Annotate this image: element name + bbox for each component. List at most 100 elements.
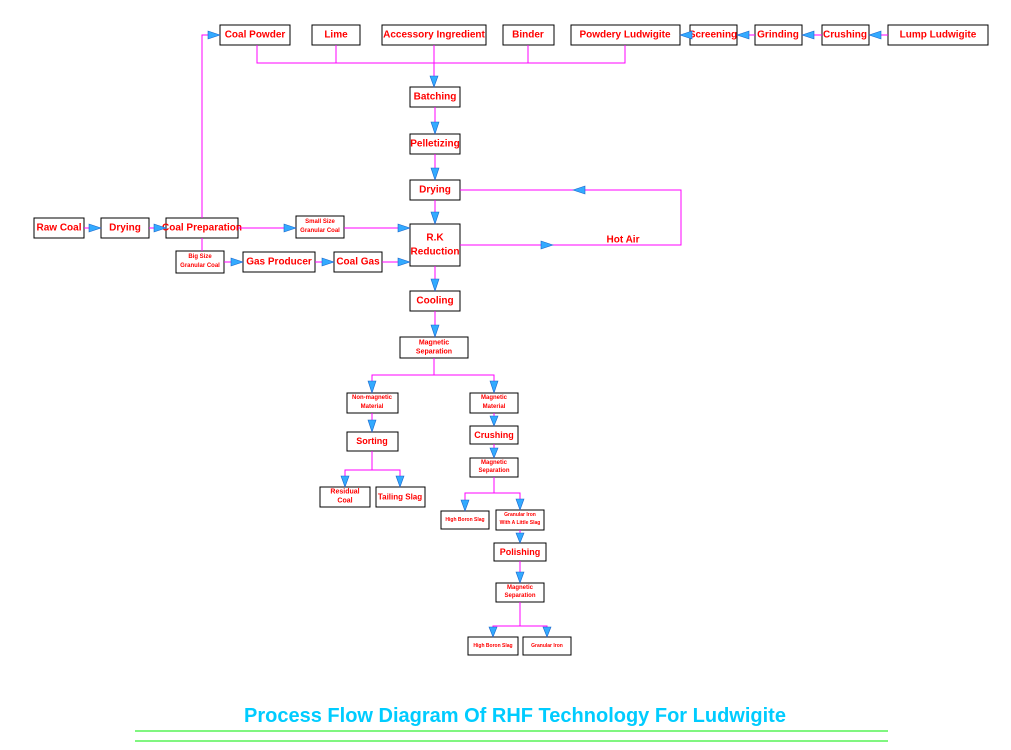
screening-label: Screening [689,30,737,41]
coal-preparation-box: Coal Preparation [162,217,242,239]
arrow-to-rk [430,211,440,225]
mag-sep-3-label-2: Separation [504,593,535,599]
batching-box: Batching [409,86,461,108]
arrow-to-drying-main [430,167,440,181]
rk-reduction-box: R.K Reduction [409,223,461,267]
crushing-mid-box: Crushing [469,425,519,445]
granular-iron-box: Granular Iron [522,636,572,656]
high-boron-1-label: High Boron Slag [445,517,484,523]
raw-coal-box: Raw Coal [33,217,85,239]
rk-reduction-label-2: Reduction [411,247,460,258]
raw-coal-label: Raw Coal [36,223,81,234]
arrow-heads [88,30,882,638]
arrow-to-high-boron-2 [488,626,498,638]
arrow-to-mag-sep-2 [489,447,499,459]
arrow-to-tailing-slag [395,475,405,488]
granular-iron-slag-label-2: With A Little Slag [500,520,541,526]
granular-iron-label: Granular Iron [531,643,563,649]
pelletizing-label: Pelletizing [410,139,459,150]
magnetic-material-label-2: Material [483,404,506,410]
coal-powder-label: Coal Powder [225,30,286,41]
coal-preparation-label: Coal Preparation [162,223,242,234]
non-magnetic-material-box: Non-magnetic Material [346,392,399,414]
arrow-to-magnetic-material [489,380,499,394]
magnetic-material-label-1: Magnetic [481,395,508,401]
polishing-label: Polishing [500,547,541,557]
magnetic-material-box: Magnetic Material [469,392,519,414]
residual-coal-label-1: Residual [330,489,359,496]
sorting-box: Sorting [346,431,399,452]
powdery-ludwigite-box: Powdery Ludwigite [570,24,681,46]
powdery-ludwigite-label: Powdery Ludwigite [579,30,671,41]
small-size-label-2: Granular Coal [300,228,340,234]
arrow-to-granular-iron-slag [515,498,525,511]
residual-coal-box: Residual Coal [319,486,371,508]
arrow-to-crushing-mid [489,415,499,427]
big-size-label-1: Big Size [188,254,212,260]
cooling-box: Cooling [409,290,461,312]
drying-main-label: Drying [419,185,451,196]
arrow-to-cooling [430,278,440,292]
mag-sep-1-label-2: Separation [416,349,452,356]
big-size-label-2: Granular Coal [180,263,220,269]
crushing-top-box: Crushing [821,24,870,46]
arrow-to-granular-iron [542,626,552,638]
crushing-mid-label: Crushing [474,430,514,440]
small-size-label-1: Small Size [305,219,335,225]
magnetic-separation-1-box: Magnetic Separation [399,336,469,359]
arrow-to-non-magnetic [367,380,377,394]
batching-label: Batching [414,92,457,103]
drying-main-box: Drying [409,179,461,201]
high-boron-slag-2-box: High Boron Slag [467,636,519,656]
arrow-to-grinding [801,30,815,40]
sorting-label: Sorting [356,436,388,446]
arrow-to-polishing [515,532,525,544]
mag-sep-2-label-1: Magnetic [481,460,508,466]
high-boron-2-label: High Boron Slag [473,643,512,649]
arrow-to-coal-prep [153,223,167,233]
grinding-label: Grinding [757,30,799,41]
diagram-title: Process Flow Diagram Of RHF Technology F… [244,705,786,727]
arrow-to-residual-coal [340,475,350,488]
mag-sep-1-label-1: Magnetic [419,340,449,347]
non-magnetic-label-1: Non-magnetic [352,395,393,401]
grinding-box: Grinding [754,24,803,46]
granular-iron-slag-label-1: Granular Iron [504,512,536,518]
polishing-box: Polishing [493,542,547,562]
crushing-top-label: Crushing [823,30,867,41]
big-size-granular-coal-box: Big Size Granular Coal [175,250,225,274]
accessory-ingredient-box: Accessory Ingredient [381,24,487,46]
arrow-to-crushing-top [868,30,882,40]
arrow-to-batching [429,75,439,88]
connector-lines [84,34,888,637]
arrow-hot-air-return [572,185,586,195]
arrow-to-sorting [367,419,377,433]
arrow-to-gas-producer [230,257,244,267]
small-size-granular-coal-box: Small Size Granular Coal [295,215,345,239]
gas-producer-label: Gas Producer [246,257,312,268]
binder-label: Binder [512,30,544,41]
tailing-slag-label: Tailing Slag [378,493,422,502]
lump-ludwigite-box: Lump Ludwigite [887,24,989,46]
accessory-ingredient-label: Accessory Ingredient [383,30,485,41]
arrow-to-drying-coal [88,223,102,233]
coal-gas-label: Coal Gas [336,257,380,268]
non-magnetic-label-2: Material [361,404,384,410]
drying-coal-label: Drying [109,223,141,234]
arrow-hot-air-out [540,240,554,250]
granular-iron-slag-box: Granular Iron With A Little Slag [495,509,545,531]
binder-box: Binder [502,24,555,46]
magnetic-separation-3-box: Magnetic Separation [495,582,545,603]
arrow-to-coal-gas [321,257,335,267]
rk-reduction-label-1: R.K [426,233,444,244]
arrow-to-coal-powder [207,30,221,40]
lime-label: Lime [324,30,348,41]
arrow-to-pelletizing [430,121,440,135]
residual-coal-label-2: Coal [337,498,352,505]
arrow-to-mag-sep-3 [515,571,525,584]
coal-powder-box: Coal Powder [219,24,291,46]
coal-gas-box: Coal Gas [333,251,383,273]
arrow-small-to-rk [397,223,411,233]
arrow-to-mag-sep-1 [430,324,440,338]
